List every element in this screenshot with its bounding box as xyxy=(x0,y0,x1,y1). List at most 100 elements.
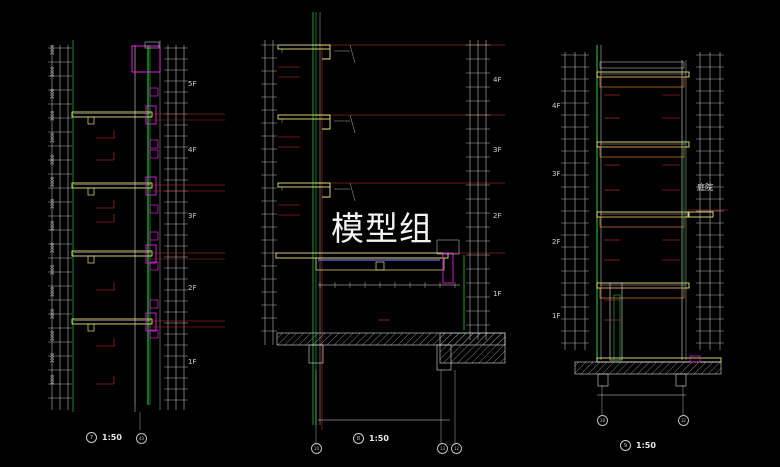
dim-tick xyxy=(349,182,356,202)
beam-stub xyxy=(375,261,385,271)
note-leader xyxy=(96,152,115,161)
dimension-text: 3000 xyxy=(50,242,55,253)
dimension-text: 3000 xyxy=(50,44,55,55)
floor-label: 3F xyxy=(552,170,561,178)
floor-label: 3F xyxy=(188,212,197,220)
wall-detail xyxy=(689,355,701,363)
floor-label: 5F xyxy=(188,80,197,88)
floor-label: 1F xyxy=(493,290,502,298)
floor-label: 4F xyxy=(188,146,197,154)
dim-tick xyxy=(349,114,356,134)
floor-label: 1F xyxy=(188,358,197,366)
ceiling-line xyxy=(599,216,685,228)
footing xyxy=(675,373,687,387)
wall-opening xyxy=(145,105,157,125)
left-scale-title: 7 1:50 xyxy=(86,432,122,443)
scale-number-circle: 7 xyxy=(86,432,97,443)
parapet-cap xyxy=(144,41,160,49)
balcony-bracket xyxy=(316,44,331,60)
foundation-slab xyxy=(574,361,722,375)
watermark: 模型组 xyxy=(331,209,433,248)
scale-text: 1:50 xyxy=(102,433,122,442)
ground-slab xyxy=(275,252,449,259)
dimension-text: 3000 xyxy=(50,286,55,297)
axis-mark: 10 xyxy=(311,443,322,454)
dim-tick xyxy=(349,44,356,64)
dimension-text: 3000 xyxy=(50,132,55,143)
courtyard-annotation: 庭院 xyxy=(697,183,713,192)
footing xyxy=(597,373,609,387)
floor-label: 4F xyxy=(552,102,561,110)
floor-slab xyxy=(596,141,690,148)
floor-label: 2F xyxy=(188,284,197,292)
note-leader xyxy=(96,200,115,209)
dimension-text: 3000 xyxy=(50,66,55,77)
wall-detail xyxy=(149,299,159,309)
parapet-box xyxy=(131,45,161,73)
courtyard-slab xyxy=(687,211,714,218)
floor-label: 2F xyxy=(552,238,561,246)
note-leader xyxy=(96,282,115,291)
axis-mark: 28 xyxy=(597,415,608,426)
parapet-box xyxy=(436,239,460,255)
dimension-text: 3000 xyxy=(50,330,55,341)
note-leader xyxy=(96,376,115,385)
slab-beam xyxy=(87,323,95,332)
middle-scale-title: 8 1:50 xyxy=(353,433,389,444)
scale-text: 1:50 xyxy=(369,434,389,443)
floor-label: 4F xyxy=(493,76,502,84)
dimension-text: 3000 xyxy=(50,88,55,99)
ceiling-line xyxy=(599,287,685,299)
right-scale-title: 9 1:50 xyxy=(620,440,656,451)
balcony-bracket xyxy=(316,182,331,198)
wall-opening xyxy=(442,252,454,284)
floor-slab xyxy=(71,250,153,257)
slab-beam xyxy=(87,187,95,196)
wall-detail xyxy=(149,204,159,214)
floor-label: 3F xyxy=(493,146,502,154)
dimension-text: 3000 xyxy=(50,264,55,275)
foundation-block xyxy=(439,332,506,364)
wall-opening xyxy=(145,176,157,196)
slab-beam xyxy=(87,116,95,125)
floor-slab xyxy=(71,111,153,118)
floor-label: 2F xyxy=(493,212,502,220)
scale-number-circle: 9 xyxy=(620,440,631,451)
roof-parapet xyxy=(599,61,685,69)
floor-slab xyxy=(596,282,690,289)
slab-beam xyxy=(87,255,95,264)
ceiling-line xyxy=(599,146,685,158)
axis-mark: 12 xyxy=(451,443,462,454)
wall-detail xyxy=(149,139,159,149)
wall-detail xyxy=(149,87,159,97)
note-leader xyxy=(96,338,115,347)
floor-slab xyxy=(71,182,153,189)
scale-text: 1:50 xyxy=(636,441,656,450)
floor-label: 1F xyxy=(552,312,561,320)
dimension-text: 3000 xyxy=(50,220,55,231)
dimension-text: 3000 xyxy=(50,352,55,363)
dimension-text: 3000 xyxy=(50,176,55,187)
scale-number-circle: 8 xyxy=(353,433,364,444)
dimension-text: 3000 xyxy=(50,154,55,165)
axis-mark: 13 xyxy=(437,443,448,454)
footing xyxy=(308,344,324,364)
balcony-bracket xyxy=(316,114,331,130)
dimension-text: 3000 xyxy=(50,110,55,121)
wall-opening xyxy=(145,244,157,264)
axis-mark: 43 xyxy=(136,433,147,444)
axis-mark: 32 xyxy=(678,415,689,426)
dimension-text: 3000 xyxy=(50,198,55,209)
footing xyxy=(436,344,452,371)
note-leader xyxy=(96,214,115,223)
wall-detail xyxy=(149,231,159,241)
dimension-text: 3000 xyxy=(50,308,55,319)
floor-slab xyxy=(71,318,153,325)
column-core xyxy=(613,294,621,361)
floor-slab xyxy=(596,71,690,78)
dimension-text: 3000 xyxy=(50,374,55,385)
note-leader xyxy=(96,130,115,139)
floor-slab xyxy=(596,211,690,218)
